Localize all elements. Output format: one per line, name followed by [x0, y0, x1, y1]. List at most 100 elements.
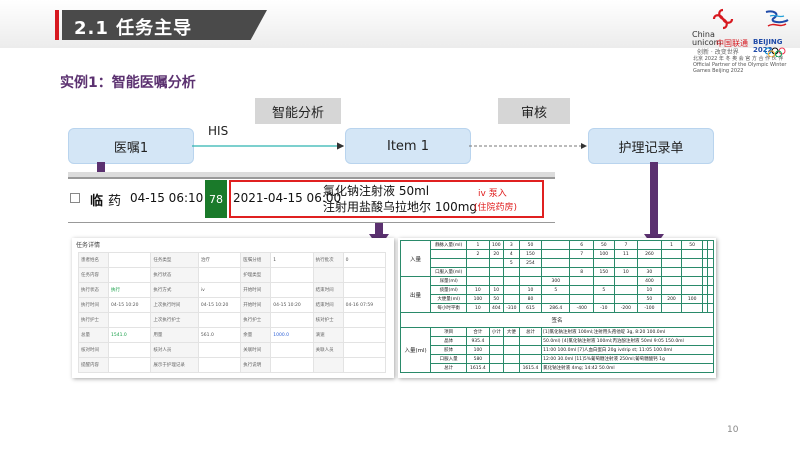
nursing-record-cell — [488, 258, 504, 268]
nursing-record-summary-cell — [502, 354, 520, 364]
nursing-record-cell: 大便量(ml) — [430, 294, 468, 304]
task-detail-key: 上次执行护士 — [150, 312, 199, 328]
nursing-record-cell — [660, 276, 683, 286]
nursing-record-cell — [637, 258, 662, 268]
nursing-record-cell: 100 — [488, 240, 504, 250]
nursing-record-summary-cell: 580 — [466, 354, 490, 364]
task-detail-value — [107, 267, 152, 283]
order-start-time: 04-15 06:10 — [130, 191, 204, 205]
task-detail-row: 提醒内容展示于护理记录执行说明 — [78, 357, 387, 373]
task-detail-value: iv — [197, 282, 242, 298]
nursing-record-cell: 200 — [660, 294, 683, 304]
task-detail-key: 关联时间 — [240, 342, 272, 358]
task-detail-value — [107, 357, 152, 373]
task-detail-key: 余量 — [240, 327, 272, 343]
nursing-record-cell: 50 — [681, 240, 703, 250]
task-detail-value — [197, 267, 242, 283]
nursing-record-cell — [613, 258, 639, 268]
task-detail-row: 任务内容执行状态护理类型 — [78, 267, 387, 283]
task-detail-key — [312, 357, 344, 373]
nursing-record-cell: 50 — [637, 294, 662, 304]
nursing-record-cell: 20 — [488, 249, 504, 259]
nursing-record-group-label: 入量 — [399, 240, 432, 277]
task-detail-key — [312, 267, 344, 283]
nursing-record-cell: 10 — [466, 285, 490, 295]
nursing-record-summary-cell: 总计 — [430, 363, 468, 373]
nursing-record-cell: 10 — [613, 267, 639, 277]
task-detail-value — [197, 312, 242, 328]
nursing-record-cell: 100 — [592, 249, 615, 259]
nursing-record-cell: 5 — [592, 285, 615, 295]
order-row — [68, 177, 555, 223]
nursing-record-cell: 每小时平衡 — [430, 303, 468, 313]
task-detail-key: 核对人员 — [150, 342, 199, 358]
task-detail-value — [107, 342, 152, 358]
nursing-record-cell — [541, 240, 571, 250]
nursing-record-cell — [466, 267, 490, 277]
nursing-record-cell — [681, 267, 703, 277]
nursing-record-cell — [592, 258, 615, 268]
nursing-record-summary-cell: 项目 — [430, 327, 468, 337]
nursing-record-cell: 254 — [518, 258, 543, 268]
nursing-record-cell: 7 — [613, 240, 639, 250]
nursing-record-summary-cell — [488, 345, 504, 355]
nursing-record-cell: 7 — [569, 249, 594, 259]
nursing-record-summary-cell: 1615.4 — [518, 363, 543, 373]
task-detail-value — [342, 267, 387, 283]
nursing-record-cell — [707, 258, 714, 268]
nursing-record-cell: 150 — [518, 249, 543, 259]
beijing2022-emblem-icon — [765, 10, 789, 27]
task-detail-value — [197, 342, 242, 358]
nursing-record-cell: 1 — [466, 240, 490, 250]
nursing-record-summary-cell: 胶体 — [430, 345, 468, 355]
nursing-record-summary-row: 入量(ml)项目合计小计大便总计[1]氯化钠注射液 100ml;注射用头孢他啶 … — [399, 327, 714, 373]
title-accent-bar — [55, 10, 59, 40]
task-detail-key: 提醒内容 — [78, 357, 109, 373]
nursing-record-summary-cell: 口服入量 — [430, 354, 468, 364]
nursing-record-cell: -100 — [637, 303, 662, 313]
nursing-record-cell — [681, 285, 703, 295]
nursing-record-cell: 1 — [660, 240, 683, 250]
logo-slogan: 创新 · 改变世界 — [697, 49, 739, 56]
nursing-record-cell — [569, 258, 594, 268]
task-detail-value: 1541.0 — [107, 327, 152, 343]
nursing-record-cell — [707, 240, 714, 250]
purple-arrow-nursing — [650, 162, 658, 236]
order-route-note: iv 泵入 — [478, 189, 507, 199]
logo-unicom-text: unicom — [692, 38, 722, 47]
nursing-record-cell — [613, 285, 639, 295]
task-detail-row: 执行护士上次执行护士执行护士核对护士 — [78, 312, 387, 328]
nursing-record-cell — [502, 276, 520, 286]
task-detail-key: 任务类型 — [150, 252, 199, 268]
task-detail-value — [107, 312, 152, 328]
nursing-record-summary-cell — [518, 354, 543, 364]
task-detail-key: 护理类型 — [240, 267, 272, 283]
olympic-rings-icon — [764, 47, 786, 57]
order-row-checkbox[interactable] — [70, 193, 80, 203]
order-exec-time: 2021-04-15 06:00 — [233, 191, 342, 205]
nursing-record-note: 12:00 30.0ml [11]5%葡萄糖注射液 250ml;葡萄糖酸钙 1g — [541, 354, 714, 364]
nursing-record-cell — [592, 276, 615, 286]
nursing-record-cell — [466, 258, 490, 268]
order-type-temp: 临 — [90, 194, 104, 209]
nursing-record-cell — [681, 249, 703, 259]
nursing-record-cell: 260 — [637, 249, 662, 259]
nursing-record-cell: 286.4 — [541, 303, 571, 313]
purple-arrow-order — [97, 162, 105, 178]
task-detail-key: 上次执行时间 — [150, 297, 199, 313]
nursing-record-cell — [707, 249, 714, 259]
nursing-record-cell — [707, 285, 714, 295]
task-detail-key: 执行状态 — [78, 282, 109, 298]
nursing-record-note: [1]氯化钠注射液 100ml;注射用头孢他啶 3g, 8:20 100.0ml — [541, 327, 714, 337]
nursing-record-summary-cell — [488, 363, 504, 373]
